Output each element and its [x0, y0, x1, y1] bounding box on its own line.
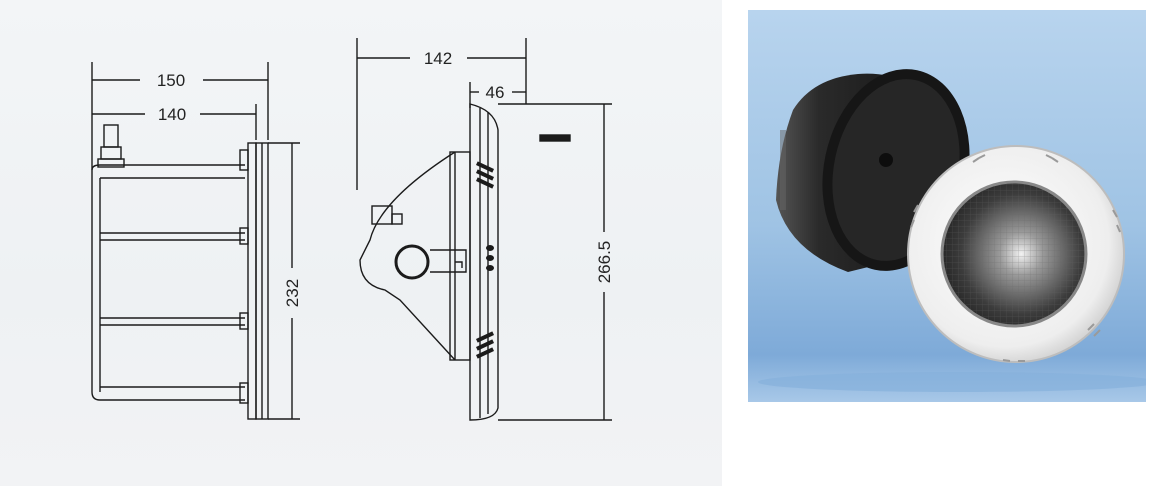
drawing-svg: 150 140 232 142 46 266.5: [91, 38, 614, 421]
light-bezel: [907, 145, 1125, 363]
dim-label-232: 232: [283, 279, 302, 307]
dim-label-150: 150: [157, 71, 185, 90]
photo-svg: [748, 10, 1146, 402]
dim-label-140: 140: [158, 105, 186, 124]
dim-label-142: 142: [424, 49, 452, 68]
product-photo: [748, 10, 1146, 402]
section-view: [356, 38, 612, 421]
dim-label-266-5: 266.5: [595, 241, 614, 284]
side-view: [91, 62, 300, 420]
technical-drawing: 150 140 232 142 46 266.5: [0, 0, 722, 486]
dim-label-46: 46: [486, 83, 505, 102]
